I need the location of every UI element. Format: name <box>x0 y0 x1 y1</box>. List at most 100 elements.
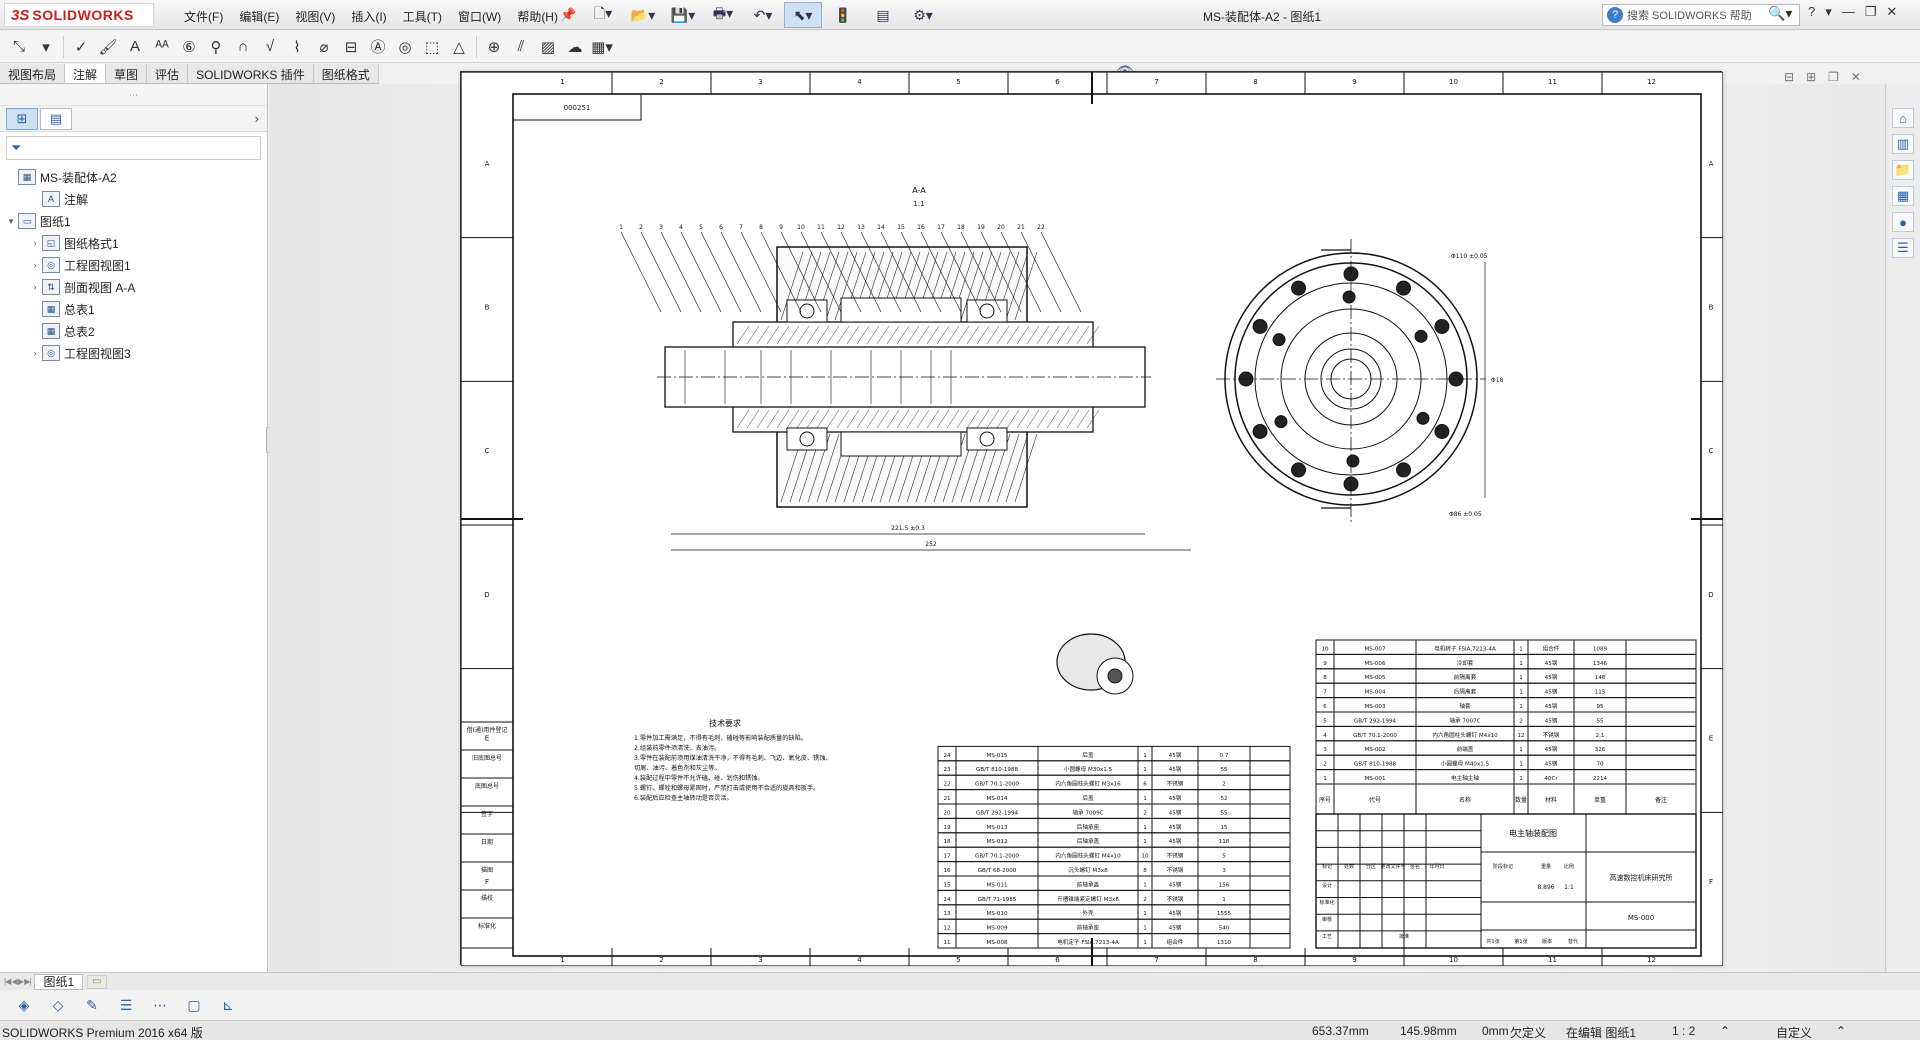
add-sheet-icon[interactable]: ▭ <box>87 974 107 989</box>
custom-properties-icon[interactable]: ☰ <box>1892 238 1914 258</box>
magnetic-line-icon[interactable]: ∩ <box>237 38 249 55</box>
pin-menu-icon[interactable]: 📌 <box>560 7 577 22</box>
undo-icon[interactable]: ↶▾ <box>753 6 773 23</box>
tree-item[interactable]: ›◎工程图视图1 <box>0 254 267 276</box>
sheet-tab-1[interactable]: 图纸1 <box>34 973 84 990</box>
viewport-close-icon[interactable]: ✕ <box>1850 70 1861 84</box>
property-manager-tab-icon[interactable]: ▤ <box>40 107 72 130</box>
tree-item[interactable]: ›◱图纸格式1 <box>0 232 267 254</box>
close-button[interactable]: ✕ <box>1886 4 1898 19</box>
panel-grip[interactable]: ⋯ <box>0 84 267 106</box>
tree-expander-icon[interactable]: › <box>33 348 37 358</box>
spell-check-icon[interactable]: ✓ <box>74 38 88 56</box>
minimize-button[interactable]: — <box>1841 4 1855 19</box>
tree-expander-icon[interactable]: › <box>33 282 37 292</box>
save-icon[interactable]: 💾▾ <box>670 6 696 23</box>
layer-icon[interactable]: ◇ <box>52 996 64 1013</box>
tree-expander-icon[interactable]: › <box>33 260 37 270</box>
revision-cloud-icon[interactable]: ☁ <box>567 38 583 56</box>
unit-system[interactable]: 自定义 <box>1776 1026 1813 1040</box>
tab-sketch[interactable]: 草图 <box>106 64 148 83</box>
color-display-mode-icon[interactable]: ⊾ <box>222 996 234 1013</box>
rebuild-traffic-light-icon[interactable]: 🚦 <box>834 6 852 23</box>
tree-expander-icon[interactable]: ▾ <box>8 215 14 226</box>
isometric-view[interactable] <box>1056 633 1134 695</box>
file-properties-icon[interactable]: ▤ <box>876 6 890 23</box>
view-palette-icon[interactable]: ▦ <box>1892 186 1914 206</box>
viewport-prev-icon[interactable]: ⊟ <box>1784 70 1795 84</box>
tree-expander-icon[interactable]: › <box>33 238 37 248</box>
restore-button[interactable]: ❐ <box>1864 4 1877 19</box>
tab-sheet-format[interactable]: 图纸格式 <box>313 64 379 83</box>
menu-view[interactable]: 视图(V) <box>295 10 336 24</box>
open-folder-icon[interactable]: 📂▾ <box>630 6 656 23</box>
layer-properties-icon[interactable]: ◈ <box>18 996 30 1013</box>
tree-filter-input[interactable]: ⏷ <box>6 136 261 160</box>
menu-file[interactable]: 文件(F) <box>184 10 224 24</box>
menu-help[interactable]: 帮助(H) <box>517 10 558 24</box>
center-mark-icon[interactable]: ⊕ <box>487 38 501 56</box>
viewport-next-icon[interactable]: ⊞ <box>1806 70 1817 84</box>
surface-finish-icon[interactable]: √ <box>265 38 275 55</box>
tree-item[interactable]: ▦总表1 <box>0 298 267 320</box>
help-search-input[interactable]: ? 搜索 SOLIDWORKS 帮助 <box>1602 4 1800 26</box>
geometric-tolerance-icon[interactable]: ⊟ <box>344 38 358 56</box>
centerline-icon[interactable]: ⫽ <box>517 38 525 55</box>
tree-item[interactable]: ›⇅剖面视图 A-A <box>0 276 267 298</box>
auto-balloon-icon[interactable]: ⚲ <box>210 38 222 56</box>
solidworks-logo[interactable]: 3S SOLIDWORKS <box>4 3 154 27</box>
expand-panel-icon[interactable]: › <box>254 111 259 126</box>
line-style-icon[interactable]: ⋯ <box>153 996 167 1013</box>
tab-view-layout[interactable]: 视图布局 <box>0 64 66 83</box>
viewport-restore-icon[interactable]: ❐ <box>1828 70 1839 84</box>
tree-item[interactable]: ›◎工程图视图3 <box>0 342 267 364</box>
file-explorer-icon[interactable]: 📁 <box>1892 160 1914 180</box>
menu-edit[interactable]: 编辑(E) <box>239 10 280 24</box>
menu-tools[interactable]: 工具(T) <box>402 10 442 24</box>
select-pointer-icon[interactable]: ⬉▾ <box>784 2 822 28</box>
new-document-icon[interactable]: 🗋▾ <box>593 5 613 21</box>
solidworks-resources-icon[interactable]: ⌂ <box>1892 108 1914 128</box>
unit-up-icon[interactable]: ⌃ <box>1836 1024 1847 1038</box>
tab-evaluate[interactable]: 评估 <box>147 64 189 83</box>
format-painter-icon[interactable]: 🖌 <box>98 38 118 56</box>
dimension-dropdown-icon[interactable]: ▾ <box>42 38 50 56</box>
linear-note-pattern-icon[interactable]: ᴬᴬ <box>155 38 169 55</box>
options-dropdown-button[interactable]: ▾ <box>1825 4 1832 19</box>
tab-solidworks-addins[interactable]: SOLIDWORKS 插件 <box>188 64 314 83</box>
tables-icon[interactable]: ▦▾ <box>591 38 613 56</box>
note-icon[interactable]: A <box>129 38 140 55</box>
menu-insert[interactable]: 插入(I) <box>351 10 387 24</box>
area-hatch-icon[interactable]: ▨ <box>540 38 556 56</box>
help-button[interactable]: ? <box>1808 4 1816 19</box>
datum-target-icon[interactable]: ◎ <box>398 38 412 56</box>
blocks-icon[interactable]: ⬚ <box>424 38 440 56</box>
smart-dimension-icon[interactable]: ⤡ <box>12 38 25 55</box>
tree-item[interactable]: ▦总表2 <box>0 320 267 342</box>
print-icon[interactable]: 🖶▾ <box>712 5 734 21</box>
hide-show-edges-icon[interactable]: ▢ <box>187 996 201 1013</box>
line-thickness-icon[interactable]: ☰ <box>119 996 133 1013</box>
feature-tree-tab-icon[interactable]: ⊞ <box>6 107 38 130</box>
tree-item[interactable]: ▾▭图纸1 <box>0 210 267 232</box>
menu-window[interactable]: 窗口(W) <box>457 10 502 24</box>
revision-symbol-icon[interactable]: △ <box>453 38 465 56</box>
tree-item[interactable]: ▦MS-装配体-A2 <box>0 166 267 188</box>
design-library-icon[interactable]: ▥ <box>1892 134 1914 154</box>
line-color-icon[interactable]: ✎ <box>86 996 98 1013</box>
sheet-scale[interactable]: 1 : 2 <box>1672 1024 1696 1038</box>
datum-feature-icon[interactable]: Ⓐ <box>370 39 386 56</box>
search-icon[interactable]: 🔍▾ <box>1768 5 1793 21</box>
sheet-nav-arrows[interactable]: |◀ ◀ ▶ ▶| <box>4 977 31 986</box>
hole-callout-icon[interactable]: ⌀ <box>319 38 329 56</box>
balloon-icon[interactable]: ⑥ <box>182 38 196 56</box>
tab-annotation[interactable]: 注解 <box>65 64 107 83</box>
weld-symbol-icon[interactable]: ⌇ <box>293 38 301 56</box>
appearances-icon[interactable]: ● <box>1892 212 1914 232</box>
options-gear-icon[interactable]: ⚙▾ <box>913 6 933 23</box>
